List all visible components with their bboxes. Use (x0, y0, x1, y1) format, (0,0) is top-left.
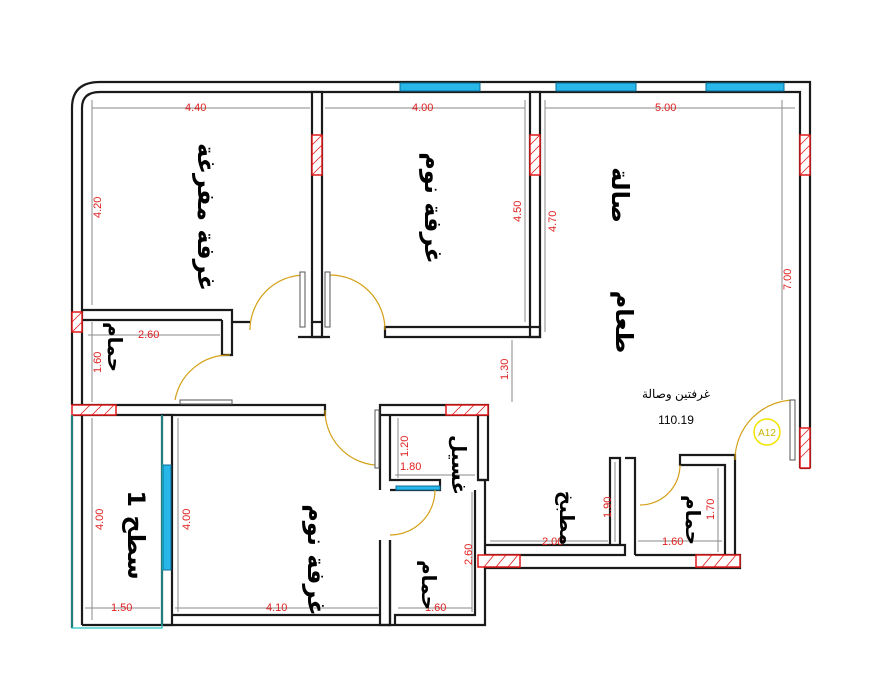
column-2 (529, 134, 541, 176)
dim-label: 4.10 (266, 602, 287, 614)
doors (174, 271, 796, 536)
column-8 (477, 554, 521, 568)
door-bedroom2 (324, 409, 380, 469)
room-label-bedroom-2: غرفة نوم (302, 504, 330, 616)
terrace-outline (71, 415, 163, 629)
room-labels: غرفة مفرغة غرفة نوم صالة طعام حمام غرفة … (103, 143, 705, 616)
dim-label: 1.60 (425, 602, 446, 614)
dim-label: 1.70 (705, 499, 717, 520)
dim-label: 1.60 (92, 352, 104, 373)
door-bath2 (389, 489, 436, 536)
window-top-1 (399, 82, 481, 92)
columns (71, 134, 811, 568)
dim-label: 4.70 (547, 211, 559, 232)
dimension-lines (85, 100, 795, 620)
room-label-bath-2: حمام (417, 560, 441, 610)
dim-label: 1.30 (499, 359, 511, 380)
dim-label: 2.00 (542, 536, 563, 548)
column-6 (71, 404, 117, 416)
room-label-bedroom-multi: غرفة مفرغة (192, 143, 220, 291)
door-room2 (324, 271, 386, 331)
dim-label: 4.40 (185, 102, 206, 114)
room-label-bath-1: حمام (103, 322, 127, 372)
dim-label: 1.50 (111, 602, 132, 614)
column-3 (799, 134, 811, 176)
dim-label: 2.60 (463, 544, 475, 565)
door-room1 (249, 271, 306, 331)
column-5 (71, 311, 83, 333)
room-label-bedroom-1: غرفة نوم (419, 152, 447, 264)
dim-label: 7.00 (782, 269, 794, 290)
room-label-terrace: سطح 1 (122, 490, 150, 579)
column-7 (445, 404, 489, 416)
room-label-dining: طعام (610, 291, 638, 354)
dimension-labels: 4.40 4.00 5.00 4.20 4.50 4.70 7.00 2.60 … (92, 102, 794, 614)
window-laundry (395, 485, 441, 491)
column-1 (311, 134, 323, 176)
door-entrance (734, 399, 796, 461)
window-top-2 (555, 82, 637, 92)
plan-title: غرفتين وصالة (642, 387, 710, 401)
dim-label: 1.20 (399, 436, 411, 457)
room-label-laundry: غسيل (447, 435, 471, 495)
room-label-hall: صالة (606, 167, 634, 223)
dim-label: 1.60 (662, 536, 683, 548)
door-kitchen-bath3 (639, 464, 681, 506)
windows (162, 82, 785, 571)
room-label-bath-3: حمام (681, 495, 705, 545)
dim-label: 1.80 (400, 461, 421, 473)
room-label-kitchen: مطبخ (555, 491, 579, 545)
window-terrace (162, 464, 172, 571)
elevation-tag: A12 (753, 418, 781, 446)
dim-label: 1.90 (602, 497, 614, 518)
outer-walls (70, 80, 812, 470)
window-top-3 (705, 82, 785, 92)
dim-label: 4.00 (94, 509, 106, 530)
door-bath1 (174, 354, 233, 405)
tag-label: A12 (758, 428, 776, 439)
column-4 (799, 427, 811, 469)
dim-label: 4.50 (512, 201, 524, 222)
dim-label: 2.60 (138, 329, 159, 341)
dim-label: 4.00 (412, 102, 433, 114)
dim-label: 5.00 (655, 102, 676, 114)
dim-label: 4.00 (181, 509, 193, 530)
plan-area: 110.19 (658, 413, 694, 427)
internal-walls (70, 90, 742, 628)
dim-label: 4.20 (92, 197, 104, 218)
column-9 (695, 554, 741, 568)
